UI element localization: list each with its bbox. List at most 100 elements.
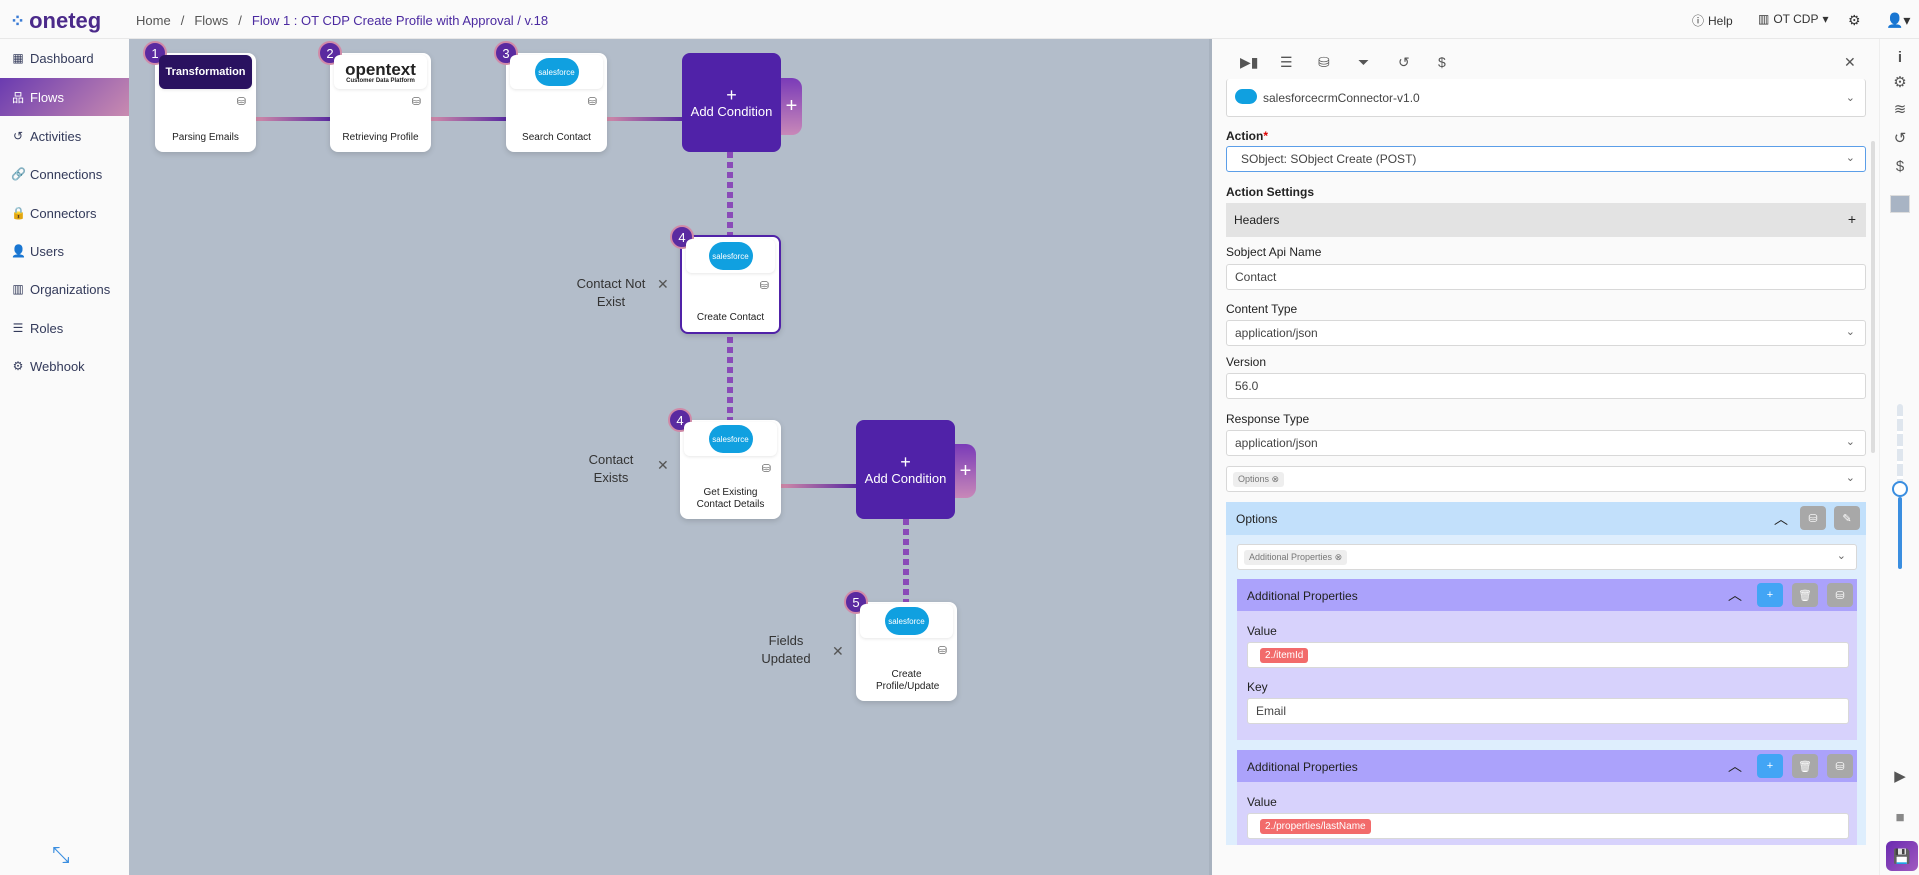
options-multiselect[interactable]: Options ⊗⌄ [1226, 466, 1866, 492]
sidebar-item-webhook[interactable]: ⚙Webhook [0, 347, 129, 385]
options-header[interactable]: Options ︿ ⛁ ✎ [1226, 502, 1866, 535]
flow-node-search-contact[interactable]: 3 salesforce ⛁ Search Contact [494, 41, 607, 152]
close-icon[interactable]: ✕ [1844, 54, 1856, 70]
undo-icon[interactable]: ↺ [1398, 54, 1410, 70]
remove-condition-icon[interactable]: ✕ [657, 276, 669, 292]
layers-icon[interactable]: ≋ [1893, 101, 1907, 118]
minimap-toggle[interactable] [1890, 195, 1910, 213]
stop-icon[interactable]: ■ [1895, 809, 1905, 826]
mapping-chip[interactable]: 2./itemId [1260, 648, 1309, 663]
action-value: SObject: SObject Create (POST) [1241, 152, 1417, 166]
add-branch-button[interactable]: + [781, 78, 802, 135]
run-step-icon[interactable]: ▶▮ [1240, 54, 1259, 70]
group-header[interactable]: Additional Properties ︿ + 🗑 ⛁ [1237, 750, 1857, 782]
filter-icon[interactable]: ⏷ [1358, 54, 1370, 70]
database-icon[interactable]: ⛁ [759, 280, 769, 292]
zoom-slider-track[interactable] [1897, 404, 1903, 486]
add-branch-button[interactable]: + [955, 444, 976, 498]
group-header[interactable]: Additional Properties ︿ + 🗑 ⛁ [1237, 579, 1857, 611]
collapse-icon[interactable]: ⤡ [52, 842, 70, 867]
value-input[interactable]: 2./properties/lastName [1247, 813, 1849, 839]
version-input[interactable]: 56.0 [1226, 373, 1866, 399]
connector-select[interactable]: salesforcecrmConnector-v1.0⌄ [1226, 79, 1866, 117]
options-chip[interactable]: Options ⊗ [1233, 472, 1285, 487]
play-icon[interactable]: ▶ [1894, 768, 1906, 785]
history-icon[interactable]: ↺ [1893, 130, 1907, 147]
content-type-select[interactable]: application/json⌄ [1226, 320, 1866, 346]
additional-properties-select[interactable]: Additional Properties ⊗⌄ [1237, 544, 1857, 570]
sidebar-item-roles[interactable]: ☰Roles [0, 309, 129, 347]
database-icon[interactable]: ⛁ [761, 463, 771, 475]
dollar-icon[interactable]: $ [1895, 158, 1905, 175]
sidebar-item-organizations[interactable]: ▥Organizations [0, 270, 129, 308]
gear-icon[interactable]: ⚙ [1893, 74, 1907, 91]
value-input[interactable]: 2./itemId [1247, 642, 1849, 668]
list-icon[interactable]: ☰ [1280, 54, 1293, 70]
database-button[interactable]: ⛁ [1827, 754, 1853, 778]
remove-condition-icon[interactable]: ✕ [657, 457, 669, 473]
condition-label: Fields Updated [761, 633, 811, 666]
org-dropdown[interactable]: ▥OT CDP▾ [1758, 12, 1829, 26]
info-icon[interactable]: i [1897, 49, 1903, 66]
database-icon[interactable]: ⛁ [587, 96, 597, 108]
database-icon[interactable]: ⛁ [236, 96, 246, 108]
flow-node-create-contact[interactable]: 4 salesforce ⛁ Create Contact [670, 225, 781, 334]
database-icon[interactable]: ⛁ [1318, 54, 1330, 70]
headers-section[interactable]: Headers+ [1226, 203, 1866, 237]
response-type-select[interactable]: application/json⌄ [1226, 430, 1866, 456]
add-header-icon[interactable]: + [1847, 211, 1856, 227]
chevron-up-icon[interactable]: ︿ [1774, 511, 1788, 527]
database-icon[interactable]: ⛁ [411, 96, 421, 108]
add-condition-button[interactable]: +Add Condition [856, 420, 955, 519]
sidebar-item-activities[interactable]: ↺Activities [0, 117, 129, 155]
sobject-input[interactable]: Contact [1226, 264, 1866, 290]
sidebar-item-connectors[interactable]: 🔒Connectors [0, 194, 129, 232]
key-input[interactable]: Email [1247, 698, 1849, 724]
settings-icon[interactable]: ⚙ [1848, 12, 1861, 28]
database-button[interactable]: ⛁ [1800, 506, 1826, 530]
add-condition-button[interactable]: +Add Condition [682, 53, 781, 152]
plus-icon: + [900, 452, 911, 472]
delete-button[interactable]: 🗑 [1792, 583, 1818, 607]
save-button[interactable]: 💾 [1886, 841, 1918, 871]
flow-node-get-existing-contact[interactable]: 4 salesforce ⛁ Get Existing Contact Deta… [668, 408, 781, 519]
flow-node-create-profile-update[interactable]: 5 salesforce ⛁ Create Profile/Update [844, 590, 957, 701]
edge [256, 117, 331, 121]
chevron-up-icon[interactable]: ︿ [1728, 758, 1742, 774]
add-button[interactable]: + [1757, 754, 1783, 778]
remove-condition-icon[interactable]: ✕ [832, 643, 844, 659]
chevron-down-icon: ⌄ [1845, 326, 1855, 338]
add-button[interactable]: + [1757, 583, 1783, 607]
zoom-slider-handle[interactable] [1892, 481, 1908, 497]
sidebar-item-dashboard[interactable]: ▦Dashboard [0, 39, 129, 77]
flow-canvas[interactable]: 1 Transformation ⛁ Parsing Emails 2 open… [129, 39, 1209, 875]
mapping-chip[interactable]: 2./properties/lastName [1260, 819, 1371, 834]
breadcrumb-home[interactable]: Home [136, 13, 171, 28]
value-label: Value [1247, 624, 1277, 638]
oneteg-logo[interactable]: ⁘oneteg [10, 8, 101, 34]
delete-button[interactable]: 🗑 [1792, 754, 1818, 778]
action-label: Action* [1226, 129, 1268, 143]
dollar-icon[interactable]: $ [1438, 54, 1446, 70]
sidebar-item-connections[interactable]: 🔗Connections [0, 155, 129, 193]
breadcrumb-current: Flow 1 : OT CDP Create Profile with Appr… [251, 13, 549, 28]
sidebar-item-users[interactable]: 👤Users [0, 232, 129, 270]
link-icon: 🔗 [11, 167, 26, 181]
flow-node-parsing-emails[interactable]: 1 Transformation ⛁ Parsing Emails [143, 41, 256, 152]
chevron-up-icon[interactable]: ︿ [1728, 587, 1742, 603]
edge-dashed [727, 152, 733, 236]
database-button[interactable]: ⛁ [1827, 583, 1853, 607]
user-menu-icon[interactable]: 👤▾ [1886, 12, 1911, 28]
database-icon[interactable]: ⛁ [937, 645, 947, 657]
edit-button[interactable]: ✎ [1834, 506, 1860, 530]
action-select[interactable]: SObject: SObject Create (POST)⌄ [1226, 146, 1866, 172]
sidebar-item-label: Webhook [30, 358, 85, 374]
panel-scroll-area[interactable]: salesforcecrmConnector-v1.0⌄ Action* SOb… [1212, 79, 1872, 845]
node-name: Search Contact [522, 132, 591, 143]
panel-scrollbar[interactable] [1871, 141, 1875, 453]
additional-properties-chip[interactable]: Additional Properties ⊗ [1244, 550, 1348, 565]
breadcrumb-flows[interactable]: Flows [194, 13, 229, 28]
